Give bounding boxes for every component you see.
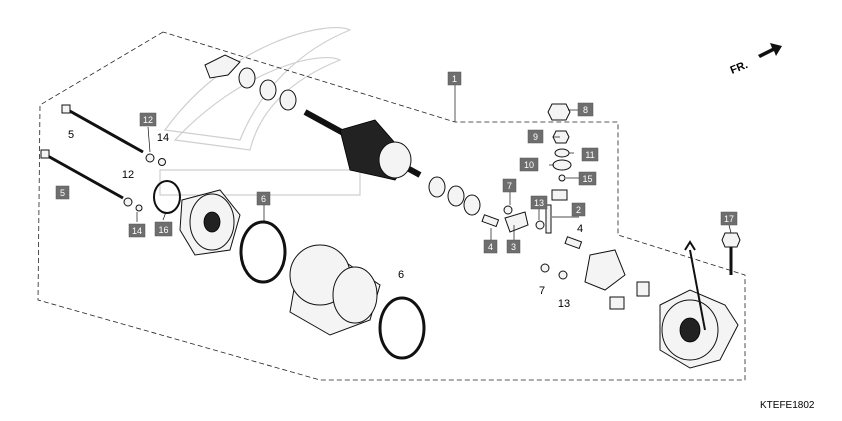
label-4: 4	[577, 223, 583, 235]
svg-text:5: 5	[60, 188, 65, 198]
mounting-bolt-17	[721, 232, 741, 275]
assembly-boundary	[37, 31, 746, 381]
callout-13: 13	[530, 195, 548, 210]
callout-15: 15	[578, 171, 597, 186]
callout-11: 11	[581, 147, 599, 162]
callout-9: 9	[527, 129, 544, 144]
svg-text:3: 3	[511, 242, 516, 252]
svg-text:8: 8	[583, 105, 588, 115]
label-5: 5	[68, 129, 74, 141]
leader-lines	[136, 85, 732, 240]
terminal-plate	[551, 189, 568, 201]
long-bolt-lower	[40, 149, 124, 200]
svg-text:13: 13	[534, 198, 544, 208]
svg-text:4: 4	[488, 242, 493, 252]
callout-10: 10	[519, 157, 539, 172]
washer-11	[554, 148, 570, 158]
thrust-washer-3	[279, 89, 297, 111]
brush-3	[504, 211, 529, 233]
callout-17: 17	[720, 211, 738, 226]
gasket-6-upper	[239, 220, 287, 284]
gasket-6-lower	[378, 296, 426, 360]
callout-6: 6	[256, 191, 271, 206]
motor-yoke	[289, 244, 381, 336]
arrow-right-icon	[758, 43, 782, 58]
svg-text:7: 7	[507, 181, 512, 191]
brush-spring-4-left	[481, 214, 500, 228]
callout-1: 1	[447, 71, 462, 86]
svg-text:10: 10	[524, 160, 534, 170]
callout-2: 2	[571, 202, 586, 217]
thrust-washer-1	[238, 67, 256, 89]
callout-16: 16	[154, 221, 173, 237]
svg-text:2: 2	[576, 205, 581, 215]
callout-4: 4	[483, 239, 498, 254]
long-bolt-upper	[61, 104, 144, 154]
watermark-logo	[159, 27, 361, 196]
washer-12-upper	[145, 153, 155, 163]
seal-ring-16	[153, 180, 181, 214]
svg-text:12: 12	[143, 115, 153, 125]
rear-cover	[659, 289, 739, 369]
o-ring-13-lower	[558, 270, 568, 280]
washer-10	[552, 159, 572, 171]
callout-14: 14	[128, 223, 146, 238]
o-ring-14-lower	[135, 204, 143, 212]
screw-7-upper	[503, 205, 513, 215]
armature-washer-b	[447, 185, 465, 207]
label-14: 14	[157, 132, 169, 144]
callout-3: 3	[506, 239, 521, 254]
front-direction-indicator	[758, 43, 782, 58]
svg-text:9: 9	[533, 132, 538, 142]
label-6-lower: 6	[398, 269, 404, 281]
armature-washer-a	[428, 176, 446, 198]
callout-12: 12	[139, 112, 157, 127]
svg-text:6: 6	[261, 194, 266, 204]
front-cover	[179, 189, 241, 256]
grease-mark	[684, 240, 706, 331]
armature	[303, 109, 422, 181]
nut-8	[547, 103, 571, 121]
callout-8: 8	[577, 102, 594, 117]
label-12: 12	[122, 169, 134, 181]
brush-spring-4-right	[564, 236, 583, 250]
thrust-washer-2	[259, 79, 277, 101]
terminal-bolt-2	[545, 204, 552, 234]
diagram-code: KTEFE1802	[760, 400, 815, 411]
o-ring-14-upper	[158, 158, 166, 166]
svg-text:14: 14	[132, 226, 142, 236]
brush-holder	[584, 249, 626, 291]
o-ring-13-upper	[535, 220, 545, 230]
armature-washer-c	[463, 194, 481, 216]
svg-text:17: 17	[724, 214, 734, 224]
insulator-a	[609, 296, 625, 310]
washer-12-lower	[123, 197, 133, 207]
label-7: 7	[539, 285, 545, 297]
screw-7-lower	[540, 263, 550, 273]
direction-label: FR.	[729, 59, 750, 77]
label-13: 13	[558, 298, 570, 310]
svg-text:11: 11	[585, 150, 594, 160]
callout-7: 7	[502, 178, 517, 193]
svg-text:15: 15	[582, 174, 592, 184]
svg-text:1: 1	[452, 74, 457, 84]
o-ring-15	[558, 174, 566, 182]
callout-5: 5	[55, 185, 70, 200]
armature-bracket	[204, 54, 241, 79]
insulator-b	[636, 281, 650, 297]
svg-text:16: 16	[158, 225, 168, 235]
